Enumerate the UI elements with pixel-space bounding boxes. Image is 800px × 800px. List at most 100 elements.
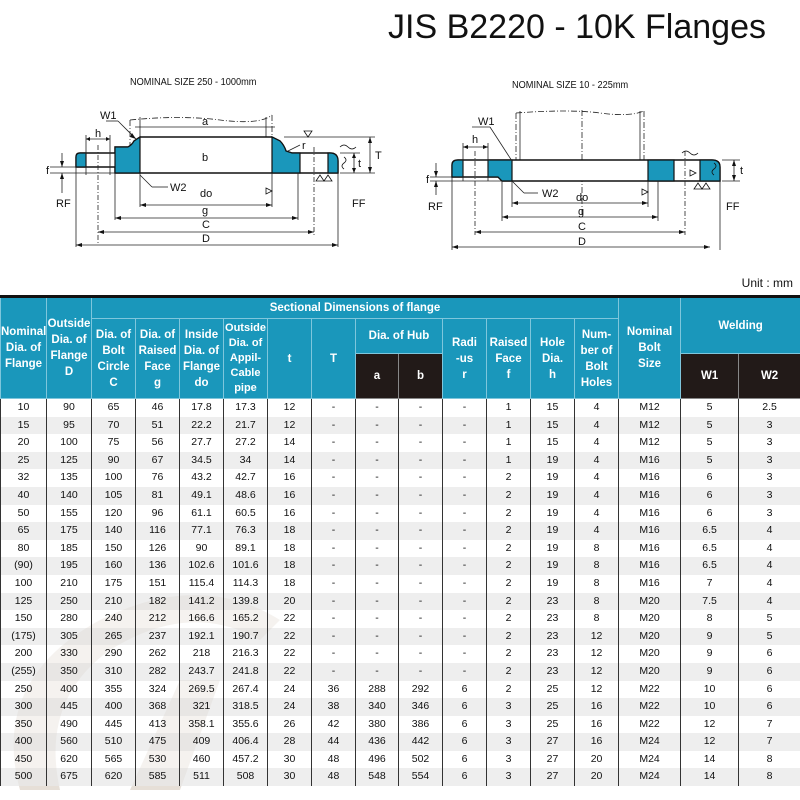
table-cell: 19 xyxy=(531,487,575,505)
table-cell: 89.1 xyxy=(224,540,268,558)
dim-f: f xyxy=(426,174,430,186)
table-cell: 6 xyxy=(739,663,800,681)
table-cell: 500 xyxy=(1,768,47,786)
table-cell: M20 xyxy=(619,663,681,681)
table-cell: - xyxy=(399,575,443,593)
table-cell: 4 xyxy=(739,557,800,575)
page-title: JIS B2220 - 10K Flanges xyxy=(388,8,766,47)
table-cell: 355.6 xyxy=(224,716,268,734)
table-cell: 3 xyxy=(739,469,800,487)
table-cell: 26 xyxy=(268,716,312,734)
dim-C: C xyxy=(202,219,210,231)
table-cell: 28 xyxy=(268,733,312,751)
dim-h: h xyxy=(472,134,478,146)
table-cell: 511 xyxy=(180,768,224,786)
table-cell: 250 xyxy=(1,681,47,699)
table-cell: 6 xyxy=(739,698,800,716)
table-cell: 1 xyxy=(487,417,531,435)
table-cell: 19 xyxy=(531,469,575,487)
table-cell: 22 xyxy=(268,645,312,663)
table-cell: 218 xyxy=(180,645,224,663)
table-cell: 8 xyxy=(739,751,800,769)
table-cell: 23 xyxy=(531,663,575,681)
table-cell: - xyxy=(356,593,399,611)
table-cell: 18 xyxy=(268,557,312,575)
table-cell: 3 xyxy=(487,751,531,769)
table-cell: 2 xyxy=(487,469,531,487)
table-cell: 1 xyxy=(487,434,531,452)
table-cell: M12 xyxy=(619,417,681,435)
dim-b: b xyxy=(202,152,208,164)
table-cell: 15 xyxy=(531,417,575,435)
table-cell: 406.4 xyxy=(224,733,268,751)
table-cell: - xyxy=(399,487,443,505)
table-cell: 318.5 xyxy=(224,698,268,716)
table-cell: 20 xyxy=(575,768,619,786)
label-rf: RF xyxy=(428,201,443,213)
table-cell: 125 xyxy=(47,452,92,470)
table-cell: M16 xyxy=(619,522,681,540)
table-cell: 24 xyxy=(268,681,312,699)
table-cell: 2 xyxy=(487,593,531,611)
table-cell: - xyxy=(443,452,487,470)
table-cell: 3 xyxy=(487,698,531,716)
table-cell: 1 xyxy=(487,452,531,470)
dim-w1: W1 xyxy=(478,116,495,128)
table-cell: 6 xyxy=(681,487,739,505)
table-cell: 96 xyxy=(136,505,180,523)
table-cell: 290 xyxy=(92,645,136,663)
header-w2: W2 xyxy=(739,354,800,399)
table-cell: 61.1 xyxy=(180,505,224,523)
header-sectional-dimensions: Sectional Dimensions of flange xyxy=(92,297,619,319)
table-cell: 9 xyxy=(681,645,739,663)
table-cell: 8 xyxy=(575,610,619,628)
table-cell: 16 xyxy=(268,469,312,487)
table-cell: - xyxy=(312,628,356,646)
table-cell: 19 xyxy=(531,575,575,593)
table-cell: 195 xyxy=(47,557,92,575)
table-cell: 4 xyxy=(739,575,800,593)
table-cell: - xyxy=(356,469,399,487)
table-cell: 6 xyxy=(443,768,487,786)
table-cell: (90) xyxy=(1,557,47,575)
table-cell: 237 xyxy=(136,628,180,646)
table-cell: 34 xyxy=(224,452,268,470)
table-cell: 160 xyxy=(92,557,136,575)
table-cell: - xyxy=(399,399,443,417)
table-cell: 30 xyxy=(268,751,312,769)
table-cell: 14 xyxy=(681,751,739,769)
table-cell: 269.5 xyxy=(180,681,224,699)
table-cell: 40 xyxy=(1,487,47,505)
table-cell: 6 xyxy=(443,681,487,699)
table-cell: 4 xyxy=(575,505,619,523)
table-cell: - xyxy=(443,575,487,593)
table-cell: 3 xyxy=(739,434,800,452)
table-cell: 155 xyxy=(47,505,92,523)
table-cell: 4 xyxy=(575,434,619,452)
table-cell: - xyxy=(356,487,399,505)
table-cell: 243.7 xyxy=(180,663,224,681)
table-cell: M20 xyxy=(619,645,681,663)
table-cell: - xyxy=(399,417,443,435)
table-cell: 400 xyxy=(47,681,92,699)
table-cell: 346 xyxy=(399,698,443,716)
table-cell: 16 xyxy=(268,505,312,523)
table-cell: 175 xyxy=(47,522,92,540)
table-cell: - xyxy=(312,522,356,540)
table-cell: 27 xyxy=(531,733,575,751)
table-cell: 116 xyxy=(136,522,180,540)
table-cell: 5 xyxy=(681,417,739,435)
label-ff: FF xyxy=(726,201,740,213)
table-cell: 100 xyxy=(47,434,92,452)
table-cell: 2 xyxy=(487,557,531,575)
table-cell: - xyxy=(356,610,399,628)
